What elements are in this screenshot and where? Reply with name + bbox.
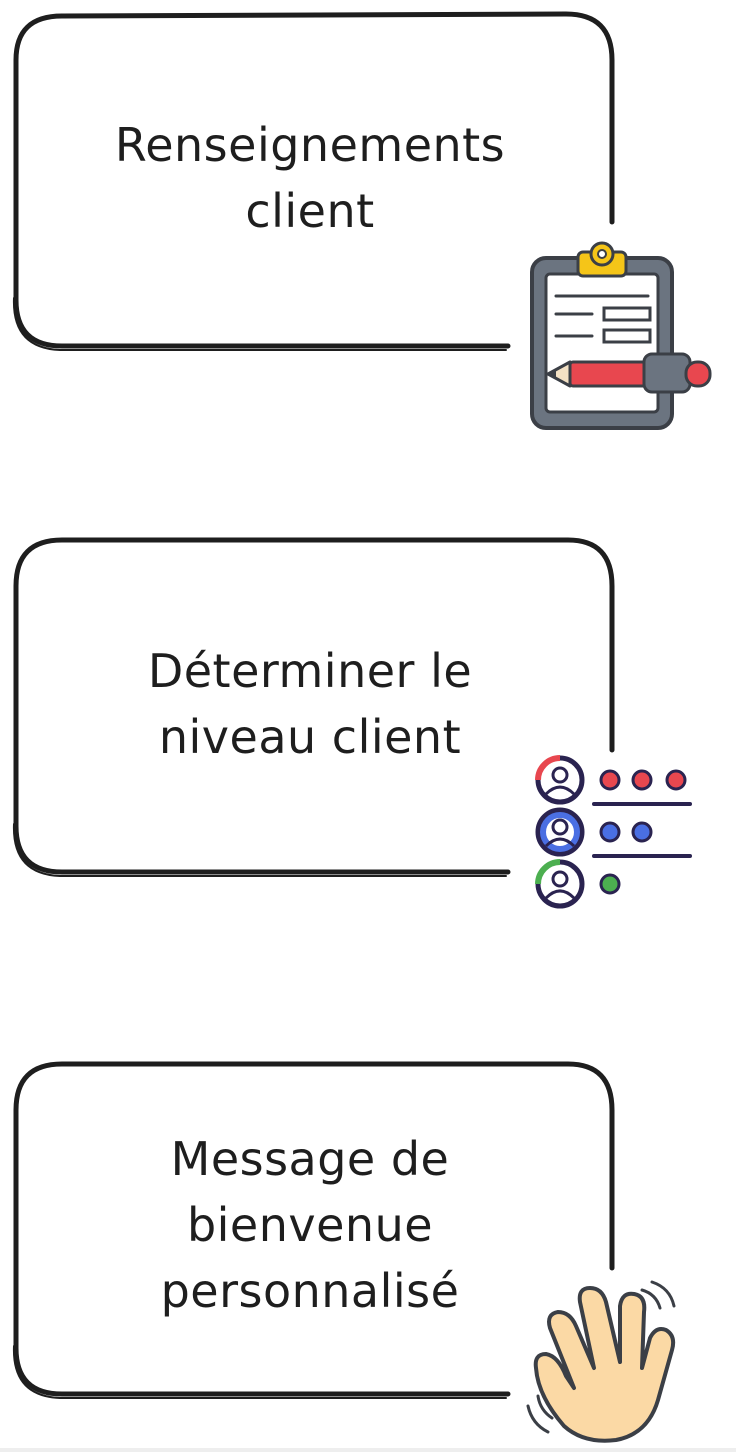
customer-levels-icon (535, 755, 692, 909)
level-2-avatar-icon (535, 807, 585, 857)
step-1-label: Renseignements client (60, 112, 560, 244)
step-3-line-2: bienvenue (186, 1198, 434, 1252)
step-card-1-border (12, 11, 615, 351)
step-card-1: Renseignements client (0, 0, 736, 440)
step-1-line-2: client (245, 184, 375, 238)
step-2-line-2: niveau client (158, 710, 462, 764)
bottom-edge (0, 1448, 736, 1452)
step-3-line-1: Message de (170, 1132, 450, 1186)
step-2-line-1: Déterminer le (147, 644, 473, 698)
clipboard-icon (530, 241, 712, 430)
step-3-line-3: personnalisé (160, 1264, 460, 1318)
step-1-line-1: Renseignements (114, 118, 506, 172)
step-3-label: Message de bienvenue personnalisé (60, 1126, 560, 1324)
level-3-avatar-icon (535, 859, 585, 909)
step-card-2-border (12, 537, 615, 877)
step-card-3: Message de bienvenue personnalisé (0, 1048, 736, 1448)
step-card-2: Déterminer le niveau client (0, 524, 736, 924)
step-card-3-border (12, 1061, 615, 1399)
level-1-avatar-icon (535, 755, 585, 805)
waving-hand-icon (526, 1280, 676, 1443)
step-2-label: Déterminer le niveau client (60, 638, 560, 770)
